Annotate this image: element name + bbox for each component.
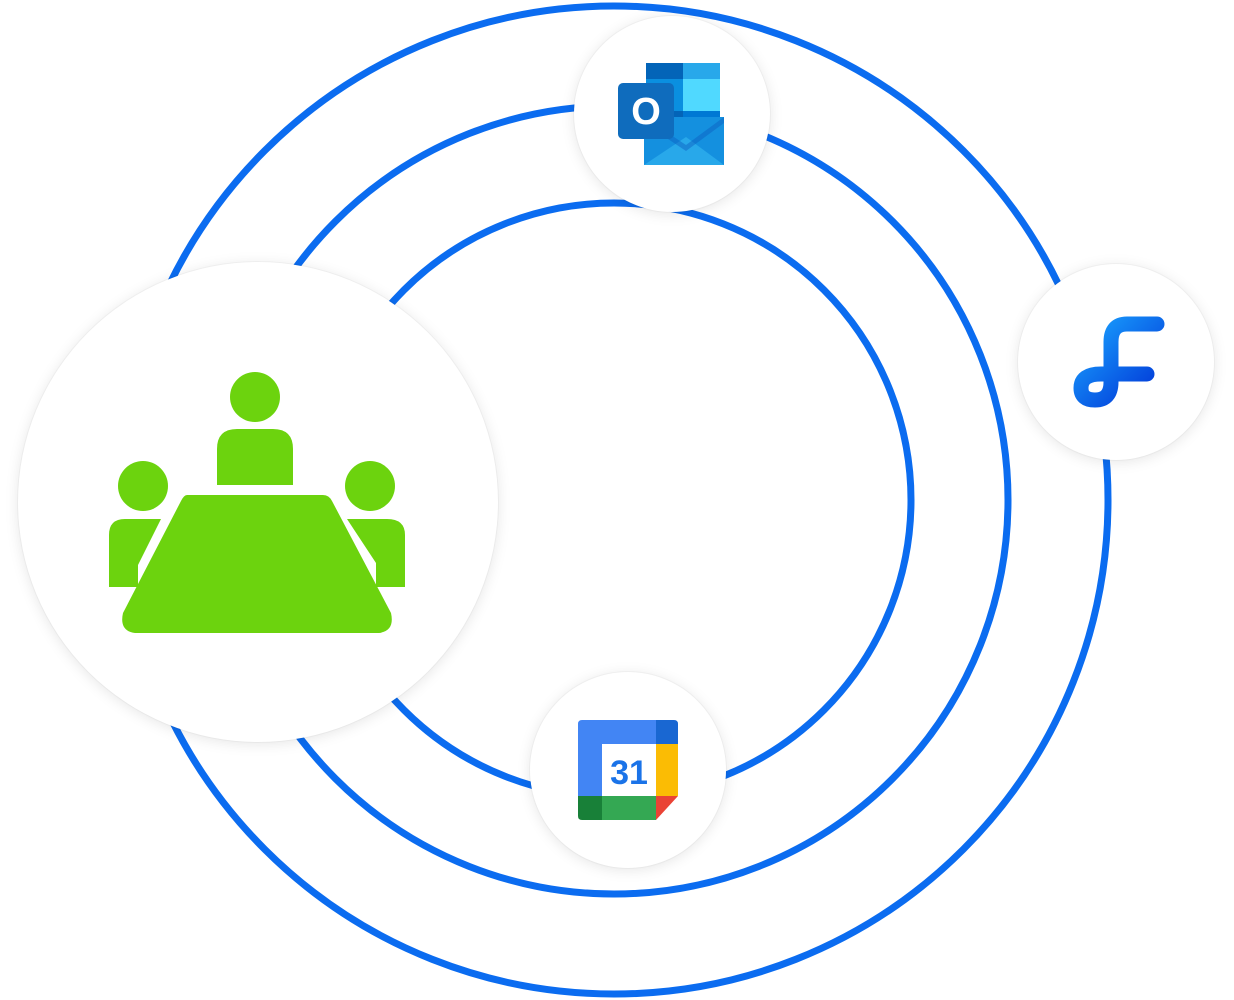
f-logo-bubble bbox=[1018, 264, 1214, 460]
outlook-bubble: O bbox=[574, 16, 770, 212]
meeting-room-icon bbox=[109, 372, 405, 633]
outlook-icon: O bbox=[618, 63, 724, 165]
google-calendar-icon: 31 bbox=[578, 720, 678, 820]
f-logo-icon bbox=[1073, 316, 1165, 408]
calendar-day-number: 31 bbox=[610, 754, 648, 792]
outlook-letter: O bbox=[631, 91, 661, 133]
meeting-room-bubble bbox=[18, 262, 498, 742]
google-calendar-bubble: 31 bbox=[530, 672, 726, 868]
